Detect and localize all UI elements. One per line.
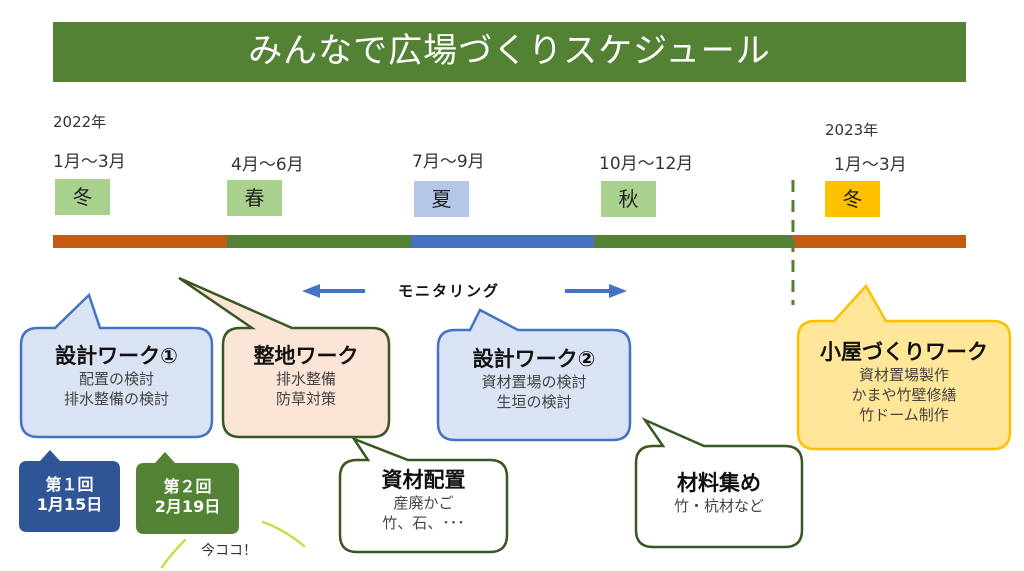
meeting-date: 2月19日 <box>154 497 221 516</box>
bubble-line: 配置の検討 <box>78 370 154 388</box>
meeting-badge-2: 第２回 2月19日 <box>136 477 239 517</box>
bubble-line: 竹・杭材など <box>673 497 764 515</box>
bubble-line: 資材置場の検討 <box>481 373 587 391</box>
meeting-badge-1: 第１回 1月15日 <box>19 475 120 515</box>
period-label: 4月～6月 <box>231 155 304 175</box>
bubble-line: 排水整備 <box>275 370 336 388</box>
timeline-segment-autumn <box>594 235 792 248</box>
bubble-shape-design1 <box>19 292 214 439</box>
bubble-shape-grading <box>178 276 391 439</box>
season-badge-spring: 春 <box>227 180 282 216</box>
arrow-right-icon <box>565 284 627 298</box>
bubble-shape-materials-placement <box>338 436 509 554</box>
bubble-shape-materials-collect <box>634 417 804 549</box>
monitoring-label: モニタリング <box>398 282 501 300</box>
now-marker: 今ココ！ <box>201 543 257 559</box>
bubble-title: 資材配置 <box>381 468 466 492</box>
meeting-shape-2 <box>136 452 239 534</box>
season-badge-summer: 夏 <box>414 181 469 217</box>
bubble-design-work-1: 設計ワーク① 配置の検討 排水整備の検討 <box>21 343 212 409</box>
meeting-number: 第２回 <box>163 477 212 496</box>
bubble-hut-work: 小屋づくりワーク 資材置場製作 かまや竹壁修繕 竹ドーム制作 <box>798 339 1010 425</box>
bubble-line: 産廃かご <box>393 494 454 512</box>
year-label-end: 2023年 <box>825 121 879 139</box>
timeline-segment-spring <box>227 235 411 248</box>
meeting-date: 1月15日 <box>36 495 103 514</box>
season-badge-autumn: 秋 <box>601 181 656 217</box>
arrow-left-icon <box>302 284 365 298</box>
bubble-line: 竹ドーム制作 <box>859 406 949 424</box>
period-label: 7月～9月 <box>412 152 485 172</box>
bubble-title: 整地ワーク <box>253 344 359 368</box>
bubble-shape-design2 <box>436 308 632 442</box>
highlight-stroke-right <box>261 520 306 548</box>
bubble-line: 防草対策 <box>275 390 336 408</box>
bubble-line: 生垣の検討 <box>496 393 572 411</box>
page-title: みんなで広場づくりスケジュール <box>53 22 966 82</box>
season-badge-winter: 冬 <box>55 179 110 215</box>
bubble-line: 資材置場製作 <box>858 366 949 384</box>
period-label: 1月～3月 <box>834 155 907 175</box>
timeline-segment-winter-2023 <box>792 235 966 248</box>
bubble-materials-placement: 資材配置 産廃かご 竹、石、･･･ <box>340 467 507 533</box>
bubble-title: 小屋づくりワーク <box>820 340 988 364</box>
meeting-shape-1 <box>19 450 120 532</box>
bubble-line: 排水整備の検討 <box>63 390 169 408</box>
year-label-start: 2022年 <box>53 113 107 131</box>
meeting-number: 第１回 <box>45 475 94 494</box>
bubble-line: 竹、石、･･･ <box>382 514 465 532</box>
period-label: 10月～12月 <box>599 154 694 174</box>
bubble-shape-hut <box>796 283 1012 451</box>
bubble-title: 設計ワーク① <box>55 344 178 368</box>
season-badge-winter-2023: 冬 <box>825 181 880 217</box>
bubble-line: かまや竹壁修繕 <box>851 386 957 404</box>
bubble-title: 材料集め <box>677 471 761 495</box>
bubble-design-work-2: 設計ワーク② 資材置場の検討 生垣の検討 <box>438 346 630 412</box>
bubble-grading-work: 整地ワーク 排水整備 防草対策 <box>223 343 389 409</box>
bubble-title: 設計ワーク② <box>472 347 596 371</box>
timeline-segment-winter <box>53 235 227 248</box>
highlight-stroke-left <box>160 538 187 569</box>
period-label: 1月～3月 <box>53 152 126 172</box>
bubble-materials-collection: 材料集め 竹・杭材など <box>636 470 802 516</box>
timeline-segment-summer <box>411 235 594 248</box>
